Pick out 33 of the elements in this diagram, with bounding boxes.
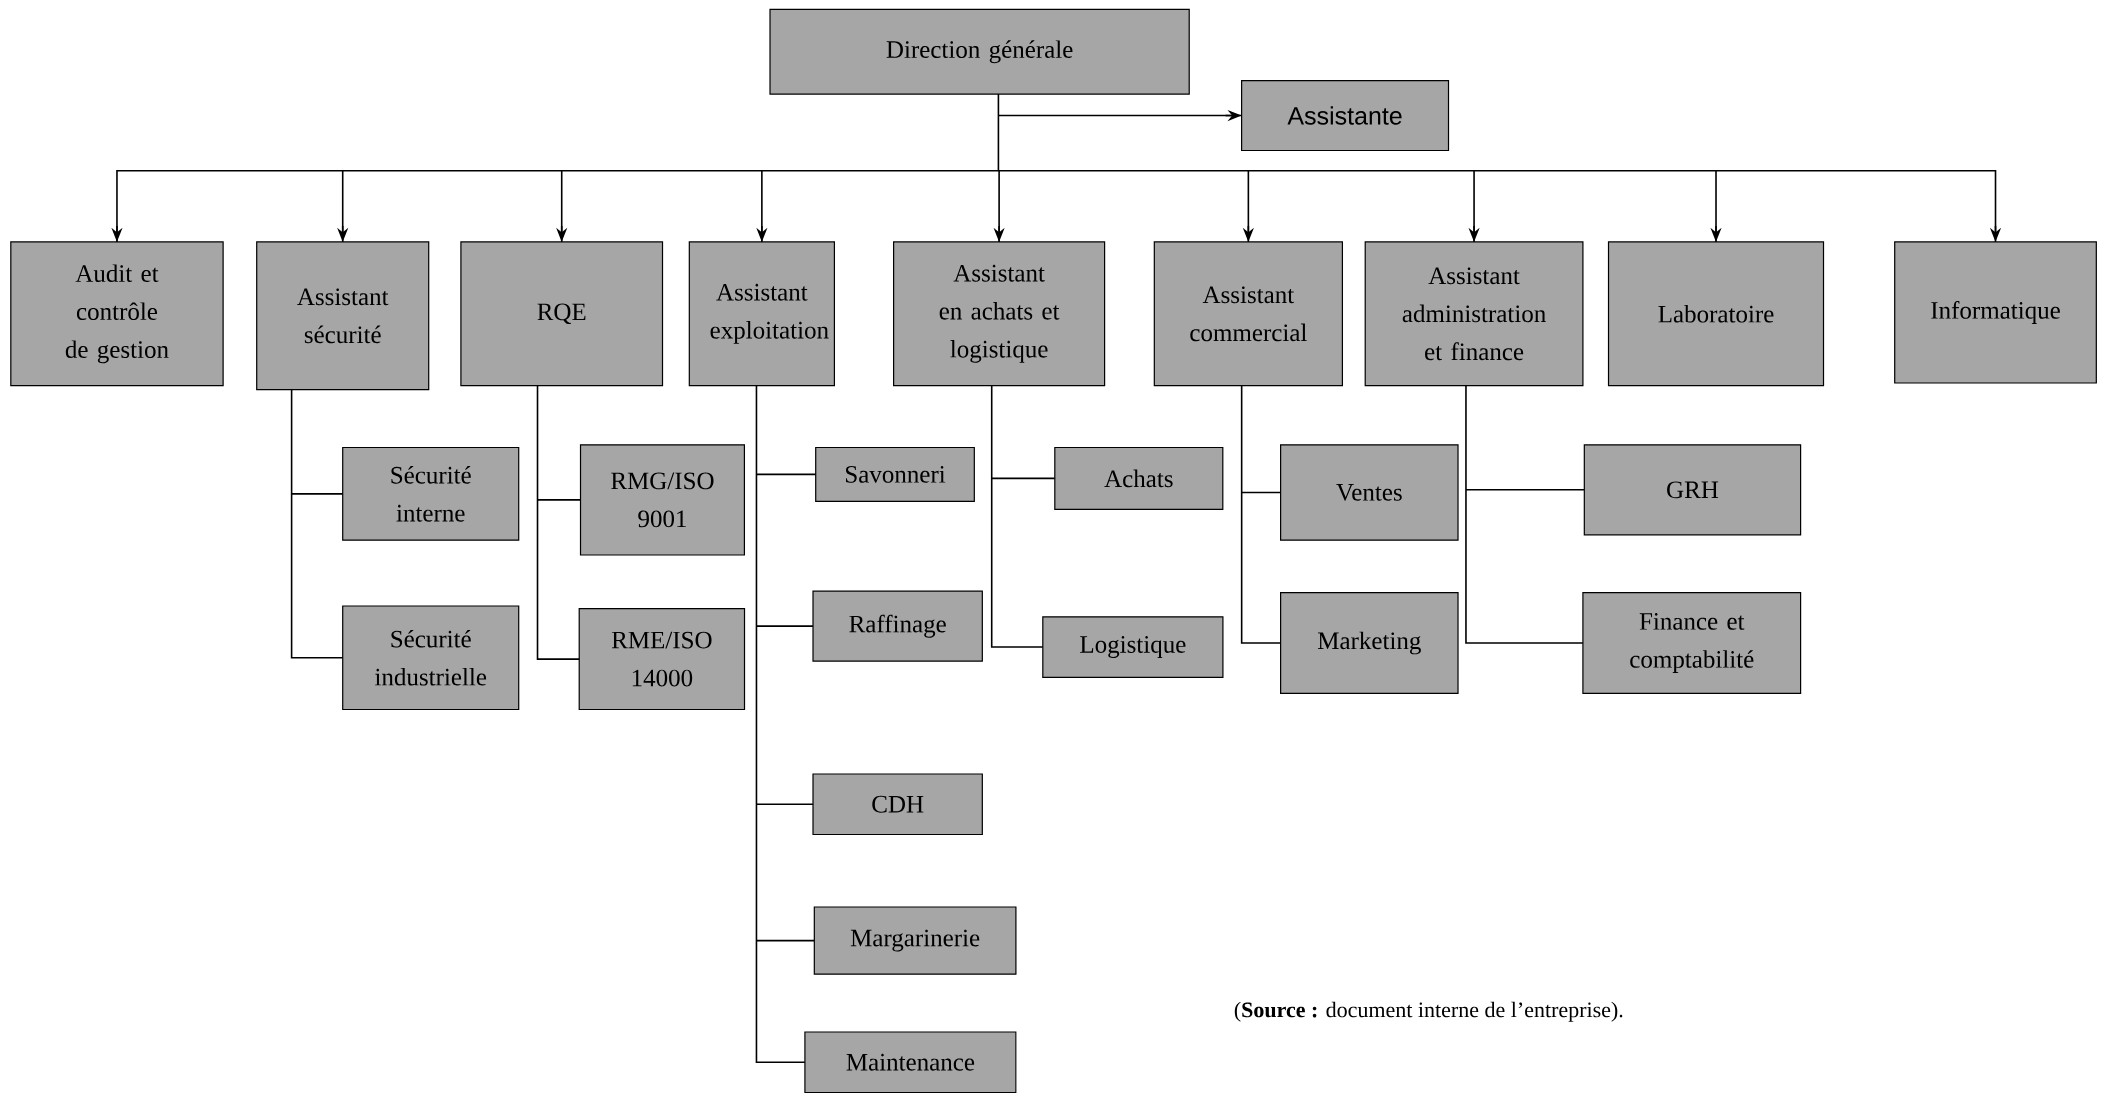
unit-box: RQE [460, 241, 664, 387]
connector-line [990, 384, 1056, 648]
unit-box: Margarinerie [813, 906, 1017, 975]
unit-box: Ventes [1280, 444, 1459, 541]
unit-box: Assistante [1241, 80, 1450, 152]
source-note: (Source : document interne de l’entreprise). [1234, 1001, 1623, 1022]
unit-box: RMG/ISO 9001 [579, 444, 745, 556]
unit-box: Assistant administration et finance [1364, 241, 1584, 387]
unit-box: Achats [1054, 446, 1224, 510]
unit-box: Marketing [1280, 592, 1459, 694]
connector-line [1240, 384, 1282, 644]
unit-box: Assistant exploitation [688, 241, 835, 387]
unit-box: Finance et comptabilité [1582, 592, 1802, 694]
connector-line [536, 384, 582, 660]
unit-box: CDH [812, 773, 983, 836]
unit-box: Assistant sécurité [256, 241, 430, 391]
unit-box: Logistique [1042, 616, 1224, 678]
unit-box: Informatique [1894, 241, 2097, 384]
unit-box: Laboratoire [1607, 241, 1825, 387]
unit-box: Assistant commercial [1153, 241, 1343, 387]
unit-box: Audit et contrôle de gestion [10, 241, 224, 387]
connector-line [290, 388, 344, 659]
unit-box: Sécurité interne [342, 446, 520, 541]
unit-box: Sécurité industrielle [342, 605, 520, 711]
unit-box: Raffinage [812, 590, 983, 662]
unit-box: Assistant en achats et logistique [893, 241, 1106, 387]
unit-box: Savonneri [815, 446, 975, 502]
connector-line [1465, 384, 1586, 644]
connector-line [755, 384, 817, 1064]
unit-box: RME/ISO 14000 [578, 608, 746, 711]
unit-box: Maintenance [804, 1031, 1017, 1094]
unit-box: GRH [1583, 444, 1802, 536]
unit-box: Direction générale [769, 8, 1190, 95]
